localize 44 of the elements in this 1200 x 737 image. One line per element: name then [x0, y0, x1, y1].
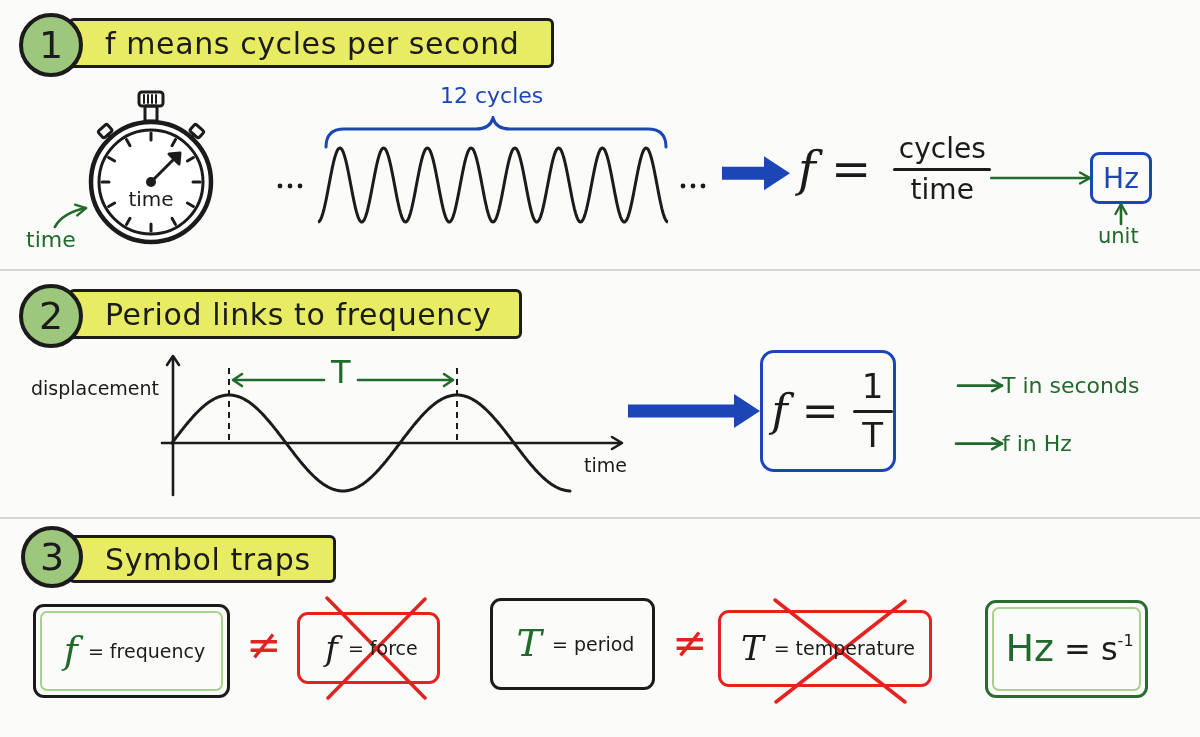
not-equal-sign: ≠	[246, 622, 282, 669]
brace-label: 12 cycles	[440, 84, 544, 109]
numerator: 1	[861, 367, 884, 407]
axis-label: time	[584, 455, 627, 476]
block-arrow	[628, 394, 760, 428]
denominator: time	[910, 174, 974, 207]
section-heading: f means cycles per second	[68, 18, 554, 68]
definition-card	[33, 604, 230, 698]
section-heading: Period links to frequency	[68, 289, 522, 339]
numerator: cycles	[898, 133, 986, 166]
number-badge: 3	[21, 526, 83, 588]
number-badge: 2	[19, 284, 83, 348]
arrow	[989, 171, 1092, 185]
arrow	[956, 378, 1004, 393]
annotation-text: time	[26, 227, 76, 253]
formula-symbol: f =	[790, 138, 880, 201]
annotation-text: unit	[1098, 224, 1139, 249]
annotation-text: f in Hz	[1002, 431, 1072, 457]
block-arrow	[722, 156, 790, 191]
symbol: Hz	[1004, 625, 1055, 673]
symbol: f	[319, 625, 344, 671]
arrow	[1114, 202, 1128, 226]
annotation-text: T in seconds	[1002, 373, 1140, 399]
crossed-out-card	[297, 612, 440, 684]
formula-box	[760, 350, 896, 472]
symbol: T	[515, 620, 545, 668]
arrow	[53, 203, 88, 229]
not-equal-sign: ≠	[672, 620, 708, 667]
denominator: T	[862, 415, 883, 455]
arrow	[954, 436, 1004, 451]
symbol: f	[57, 626, 84, 676]
formula-symbol: f =	[768, 384, 840, 439]
dial-label: time	[128, 188, 174, 210]
symbol: T	[739, 627, 767, 671]
definition-text: = s$^{-1}$	[1063, 629, 1134, 669]
definition-text: = period	[551, 632, 635, 656]
period-label: T	[331, 355, 351, 391]
axis-label: displacement	[31, 378, 160, 399]
number-badge: 1	[19, 13, 83, 77]
unit-card	[985, 600, 1148, 698]
unit-box: Hz	[1090, 152, 1152, 204]
definition-card	[490, 598, 655, 690]
definition-text: = frequency	[87, 639, 206, 663]
crossed-out-card	[718, 610, 932, 687]
